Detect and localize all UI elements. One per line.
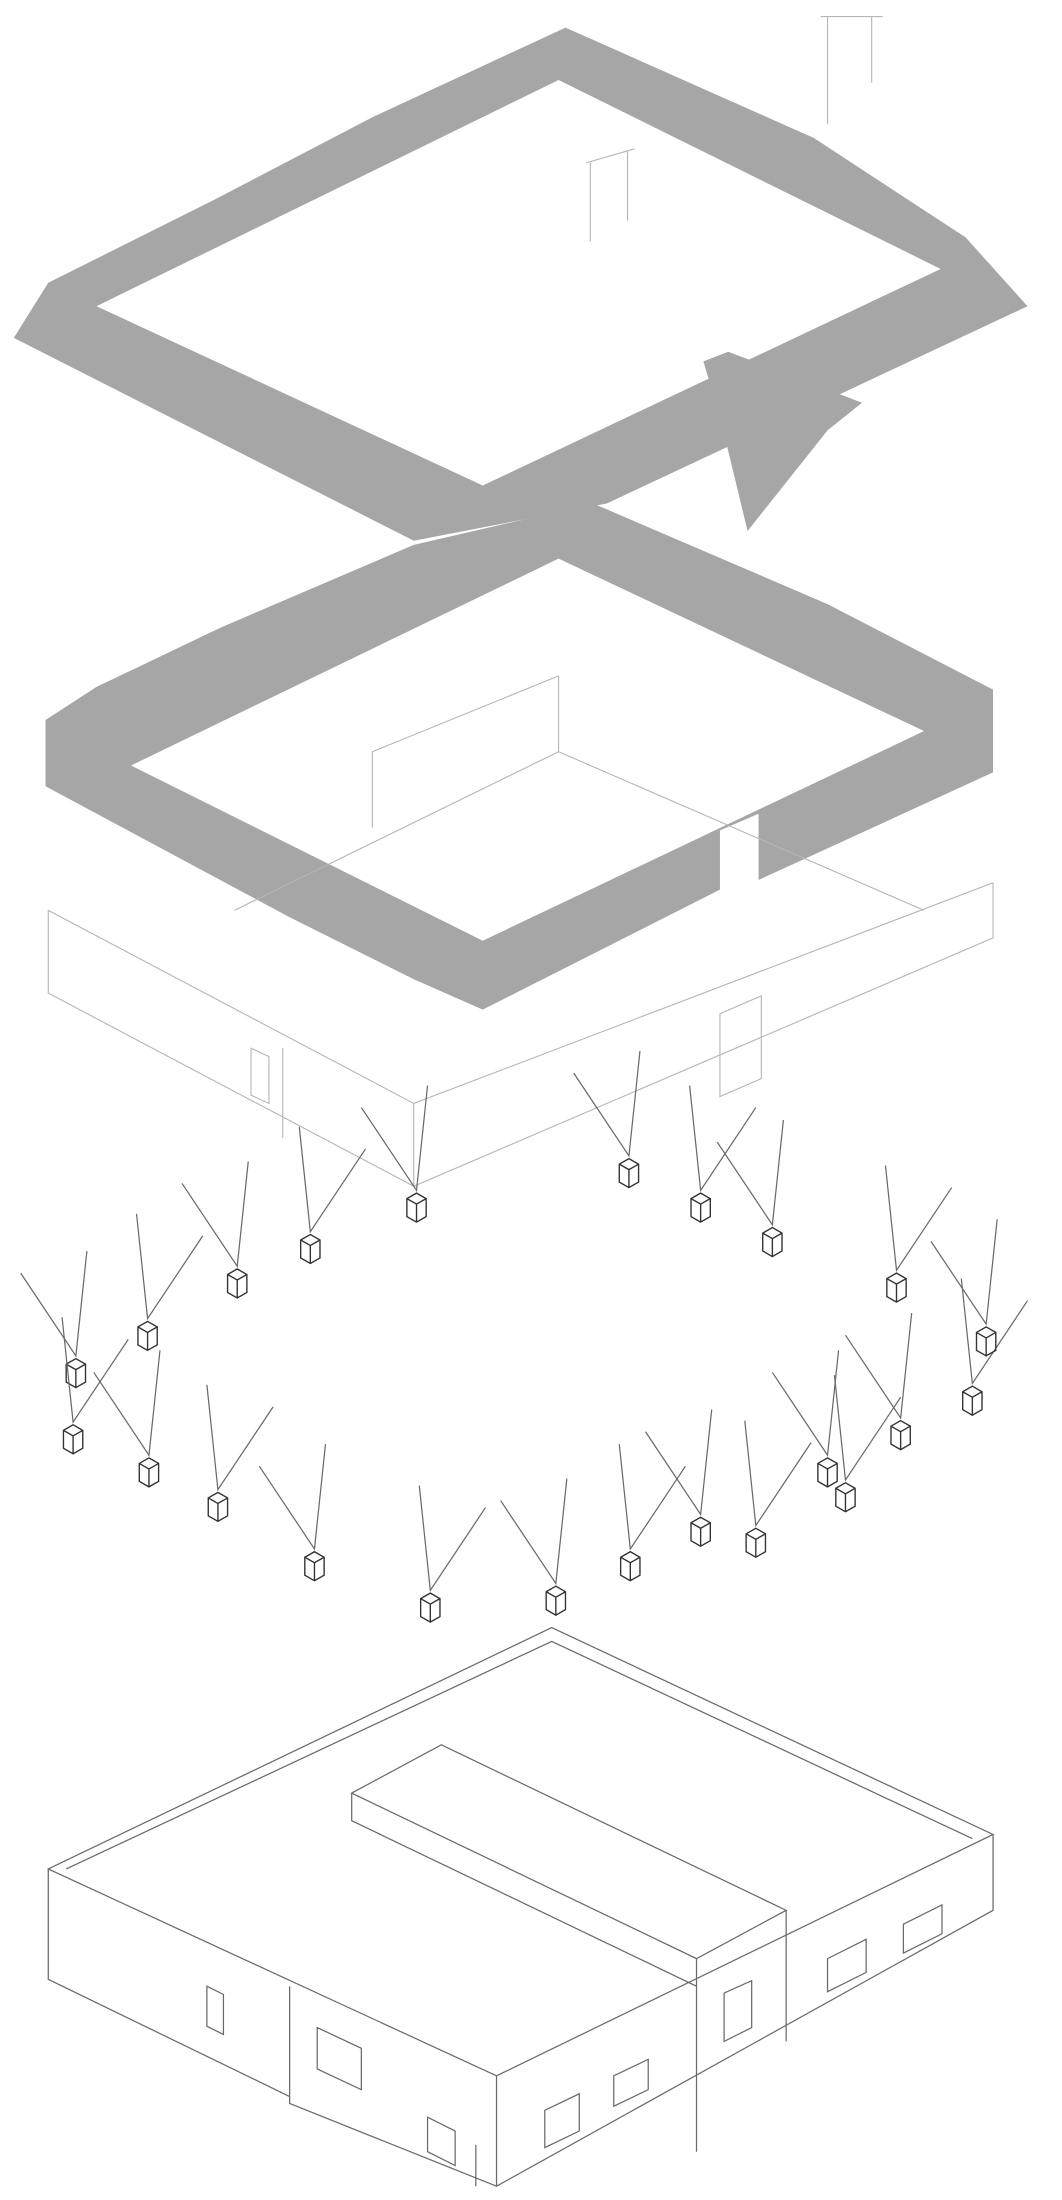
- column-footing-cube: [886, 1272, 907, 1303]
- column-footing-cube: [618, 1157, 640, 1189]
- column-footing-cube: [419, 1592, 441, 1623]
- column-v-brace: [298, 1126, 367, 1234]
- column-v-brace: [644, 1409, 713, 1517]
- column-v-brace: [833, 1375, 902, 1482]
- column-v-brace: [960, 1278, 1029, 1386]
- column-v-brace: [418, 1485, 487, 1593]
- column-layer: [20, 1050, 1029, 1623]
- column-footing-cube: [762, 1226, 783, 1258]
- column-footing-cube: [975, 1326, 997, 1357]
- column-footing-cube: [690, 1192, 711, 1223]
- upper-roof-band: [13, 27, 1028, 541]
- ground-building: [46, 1626, 995, 2188]
- column-v-brace: [618, 1444, 686, 1551]
- column-footing-cube: [962, 1385, 983, 1416]
- lower-roof-band: [45, 503, 994, 1010]
- column-v-brace: [744, 1420, 812, 1528]
- column-v-brace: [135, 1213, 204, 1321]
- column-v-brace: [181, 1161, 249, 1268]
- column-footing-cube: [817, 1457, 838, 1488]
- column-v-brace: [930, 1219, 998, 1326]
- column-footing-cube: [299, 1233, 321, 1265]
- column-footing-cube: [890, 1419, 911, 1451]
- column-footing-cube: [62, 1424, 84, 1455]
- roof-gable-element: [703, 351, 863, 532]
- column-footing-cube: [406, 1192, 427, 1223]
- column-v-brace: [61, 1317, 129, 1424]
- column-footing-cube: [304, 1550, 325, 1582]
- column-footing-cube: [137, 1320, 158, 1352]
- wall-layer: [47, 675, 994, 1187]
- ghost-frame: [586, 16, 883, 242]
- column-v-brace: [716, 1119, 785, 1227]
- column-footing-cube: [835, 1481, 856, 1513]
- column-footing-cube: [745, 1527, 767, 1559]
- column-footing-cube: [65, 1357, 87, 1389]
- column-v-brace: [573, 1050, 641, 1158]
- column-v-brace: [844, 1313, 913, 1420]
- column-v-brace: [360, 1085, 429, 1193]
- column-footing-cube: [226, 1268, 248, 1299]
- column-footing-cube: [138, 1457, 160, 1488]
- column-footing-cube: [619, 1550, 641, 1582]
- column-v-brace: [20, 1250, 88, 1358]
- column-v-brace: [258, 1444, 327, 1551]
- column-v-brace: [500, 1478, 568, 1586]
- column-v-brace: [688, 1085, 757, 1193]
- column-footing-cube: [690, 1516, 711, 1548]
- column-v-brace: [771, 1350, 840, 1457]
- column-footing-cube: [207, 1491, 229, 1523]
- column-v-brace: [884, 1165, 953, 1273]
- column-v-brace: [206, 1384, 274, 1492]
- column-v-brace: [93, 1350, 161, 1457]
- column-footing-cube: [545, 1585, 567, 1616]
